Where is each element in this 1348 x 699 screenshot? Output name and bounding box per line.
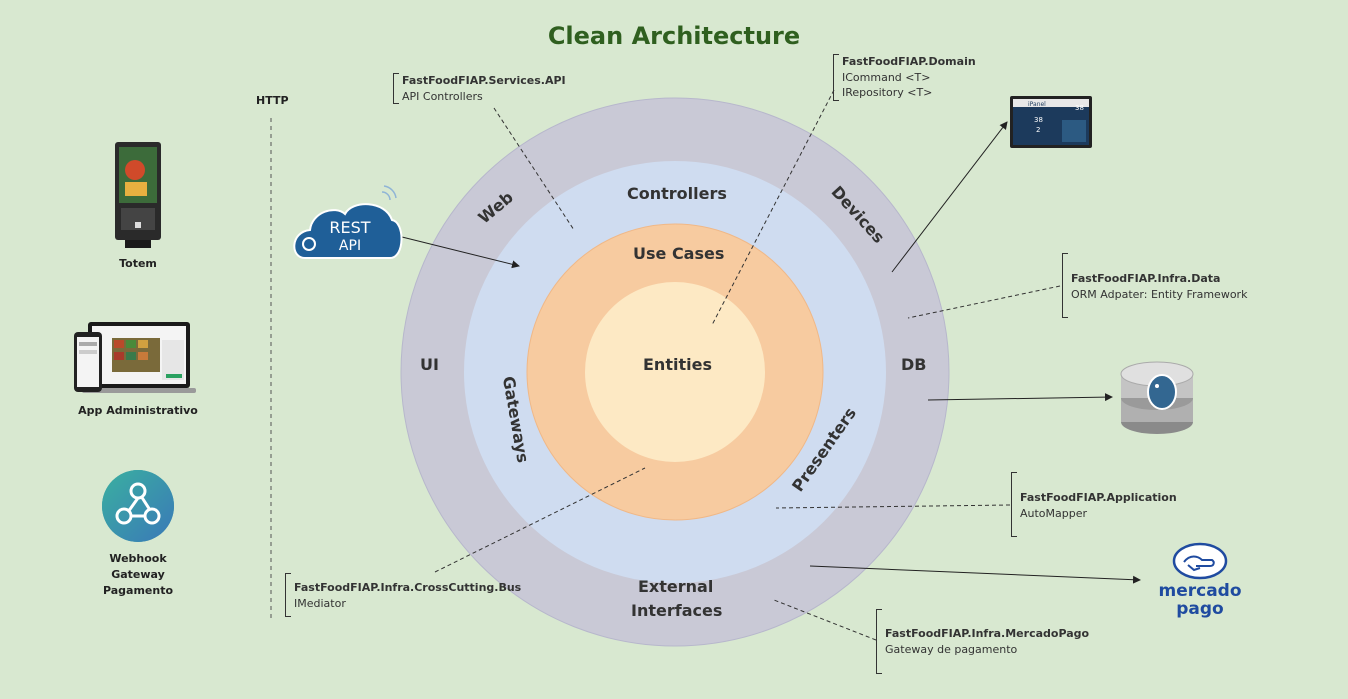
note-crosscutting: FastFoodFIAP.Infra.CrossCutting.Bus IMed… [285, 573, 521, 617]
note-line: AutoMapper [1020, 506, 1088, 520]
note-line: IRepository <T> [842, 86, 933, 99]
panel-brand: iPanel [1028, 101, 1046, 108]
note-line: API Controllers [402, 89, 483, 103]
panel-number-1: 38 [1075, 104, 1084, 112]
note-infra-data: FastFoodFIAP.Infra.Data ORM Adpater: Ent… [1062, 253, 1247, 318]
display-panel-icon: iPanel 38 38 2 [1010, 96, 1092, 148]
pago-label: pago [1176, 599, 1224, 619]
panel-number-2: 38 [1034, 116, 1043, 124]
note-line: Gateway de pagamento [885, 642, 1018, 656]
note-application: FastFoodFIAP.Application AutoMapper [1011, 472, 1177, 537]
client-label-app: App Administrativo [78, 404, 198, 417]
ring-label-ui: UI [420, 355, 439, 374]
note-domain: FastFoodFIAP.Domain ICommand <T> IReposi… [833, 54, 976, 101]
arrow-rest-to-controllers [397, 235, 520, 269]
diagram-title: Clean Architecture [547, 22, 801, 50]
postgres-database-icon [1120, 361, 1194, 434]
connector-services-api [493, 107, 575, 231]
connector-domain [711, 89, 835, 326]
client-label-totem: Totem [119, 257, 157, 270]
note-mercadopago: FastFoodFIAP.Infra.MercadoPago Gateway d… [876, 609, 1089, 674]
note-title: FastFoodFIAP.Infra.MercadoPago [885, 627, 1090, 640]
note-title: FastFoodFIAP.Application [1020, 491, 1177, 504]
ring-label-external: External [638, 577, 714, 596]
ring-label-use-cases: Use Cases [633, 244, 725, 263]
ring-label-interfaces: Interfaces [631, 601, 723, 620]
api-label: API [339, 238, 361, 254]
ring-label-controllers: Controllers [627, 184, 727, 203]
laptop-phone-icon [74, 322, 196, 393]
note-services-api: FastFoodFIAP.Services.API API Controller… [393, 73, 566, 104]
connector-infra-data [907, 285, 1061, 319]
rest-api-cloud-icon: REST API [293, 185, 403, 259]
note-line: IMediator [294, 596, 346, 610]
panel-number-3: 2 [1036, 126, 1040, 134]
note-title: FastFoodFIAP.Infra.Data [1071, 272, 1221, 285]
rest-label: REST [329, 218, 370, 237]
note-line: ICommand <T> [842, 70, 931, 84]
arrow-to-devices [891, 121, 1008, 273]
client-label-webhook: Webhook Gateway Pagamento [102, 552, 174, 597]
mercadopago-logo-icon: mercado pago [1158, 542, 1242, 619]
kiosk-icon [115, 142, 161, 248]
webhook-icon [102, 470, 174, 542]
ring-label-entities: Entities [643, 355, 712, 374]
note-title: FastFoodFIAP.Domain [842, 55, 976, 68]
note-title: FastFoodFIAP.Infra.CrossCutting.Bus [294, 581, 522, 594]
connector-mercadopago [773, 599, 877, 641]
note-line: ORM Adpater: Entity Framework [1071, 287, 1248, 301]
note-title: FastFoodFIAP.Services.API [402, 74, 566, 87]
arrow-to-mercadopago [809, 565, 1141, 584]
mercado-label: mercado [1158, 581, 1241, 601]
arrow-to-database [927, 393, 1113, 402]
http-label: HTTP [256, 94, 289, 107]
core-circle [585, 282, 765, 462]
ring-label-db: DB [901, 355, 927, 374]
